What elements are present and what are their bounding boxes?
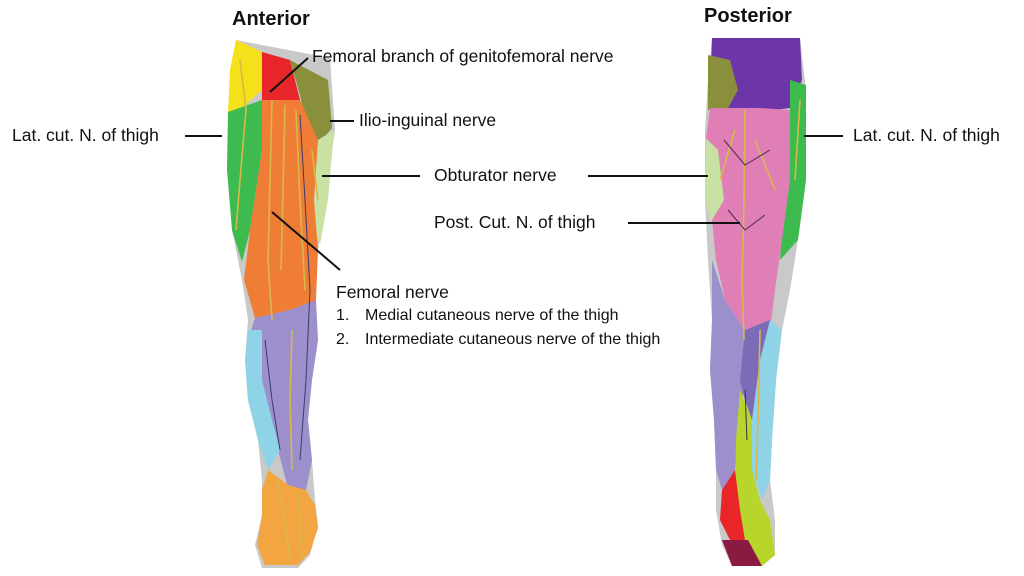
posterior-nerves	[719, 99, 801, 481]
anterior-zone-lightblue	[245, 330, 280, 470]
label-femoral: Femoral nerve	[336, 282, 449, 302]
anterior-zone-yellow	[228, 40, 264, 112]
anterior-title: Anterior	[232, 8, 310, 30]
leader-genitofemoral	[269, 57, 309, 93]
femoral-item-1-num: 1.	[336, 307, 350, 324]
posterior-zone-midpurple	[740, 320, 770, 420]
anterior-zone-foot	[257, 470, 318, 565]
femoral-item-1-text: Medial cutaneous nerve of the thigh	[365, 307, 619, 324]
anterior-nerves	[235, 59, 319, 561]
label-lat-cut-left: Lat. cut. N. of thigh	[12, 125, 159, 145]
posterior-zone-maroon	[722, 540, 762, 566]
posterior-zone-lime	[735, 390, 775, 566]
label-femoral-branch-genitofemoral: Femoral branch of genitofemoral nerve	[312, 46, 614, 66]
label-obturator: Obturator nerve	[434, 165, 557, 185]
posterior-leg	[705, 38, 806, 566]
posterior-zone-lavender	[710, 260, 745, 490]
anterior-zone-lightgreen	[312, 130, 334, 245]
posterior-zone-olive	[708, 55, 738, 110]
anterior-zone-green	[227, 100, 262, 262]
posterior-title: Posterior	[704, 5, 792, 27]
posterior-zone-green	[780, 80, 806, 260]
anterior-zone-olive	[290, 60, 332, 145]
femoral-item-2-num: 2.	[336, 331, 350, 348]
anterior-leg	[227, 40, 335, 568]
label-post-cut: Post. Cut. N. of thigh	[434, 212, 596, 232]
posterior-zone-red	[720, 470, 745, 540]
leader-femoral	[271, 211, 341, 271]
label-lat-cut-right: Lat. cut. N. of thigh	[853, 125, 1000, 145]
anterior-zone-orange	[244, 100, 318, 318]
posterior-zone-pink	[706, 108, 790, 330]
femoral-item-2-text: Intermediate cutaneous nerve of the thig…	[365, 331, 661, 348]
label-ilio-inguinal: Ilio-inguinal nerve	[359, 110, 497, 130]
leader-lines	[185, 57, 843, 271]
